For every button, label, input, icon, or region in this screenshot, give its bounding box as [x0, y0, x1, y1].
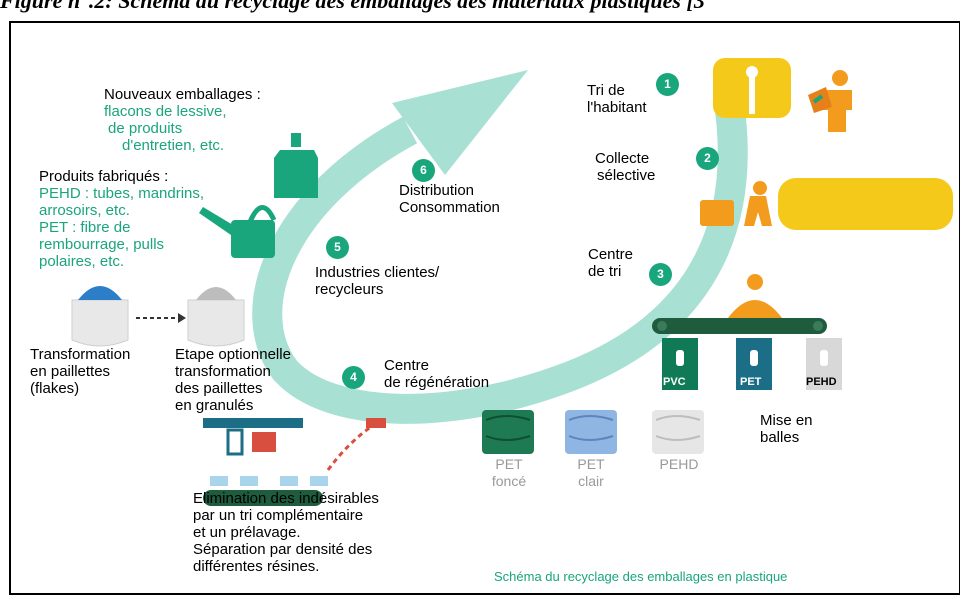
sorting-conveyor-icon [652, 318, 827, 334]
collection-truck-icon [700, 178, 953, 230]
pet-bin-icon [736, 338, 772, 390]
cycle-arrow [252, 108, 748, 424]
step-4-badge: 4 [342, 366, 365, 389]
sorting-bin-icon [713, 58, 791, 118]
cycle-arrowhead [392, 70, 528, 175]
pvc-bin-icon [662, 338, 698, 390]
products-block: Produits fabriqués : PEHD : tubes, mandr… [39, 168, 205, 270]
sorting-worker-icon [728, 274, 782, 318]
step-1-badge: 1 [656, 73, 679, 96]
resident-icon [808, 70, 852, 132]
bin-label-pehd: PEHD [806, 376, 837, 388]
bale-pet-dark-icon [482, 410, 534, 454]
bin-label-pvc: PVC [663, 376, 686, 388]
bin-label-pet: PET [740, 376, 762, 388]
step-5-label: Industries clientes/recycleurs [315, 264, 440, 298]
diagram-art [71, 58, 953, 506]
flakes-sack-icon [71, 286, 129, 347]
bale-label-pehd: PEHD [659, 456, 699, 472]
diagram-footer: Schéma du recyclage des emballages en pl… [494, 569, 788, 584]
step-2-badge: 2 [696, 147, 719, 170]
washing-machine-icon [203, 418, 328, 506]
watering-can-icon [199, 205, 277, 258]
separation-arrow [326, 420, 379, 471]
figure-caption: Figure n°.2: Schéma du recyclage des emb… [0, 0, 705, 13]
step-3-badge: 3 [649, 263, 672, 286]
bale-pehd-icon [652, 410, 704, 454]
step-5-badge: 5 [326, 236, 349, 259]
pehd-bin-icon [806, 338, 842, 390]
detergent-bottle-icon [274, 133, 318, 198]
new-packaging-block: Nouveaux emballages : flacons de lessive… [104, 86, 261, 154]
bale-pet-clear-icon [565, 410, 617, 454]
step-6-badge: 6 [412, 159, 435, 182]
granules-sack-icon [187, 287, 245, 347]
